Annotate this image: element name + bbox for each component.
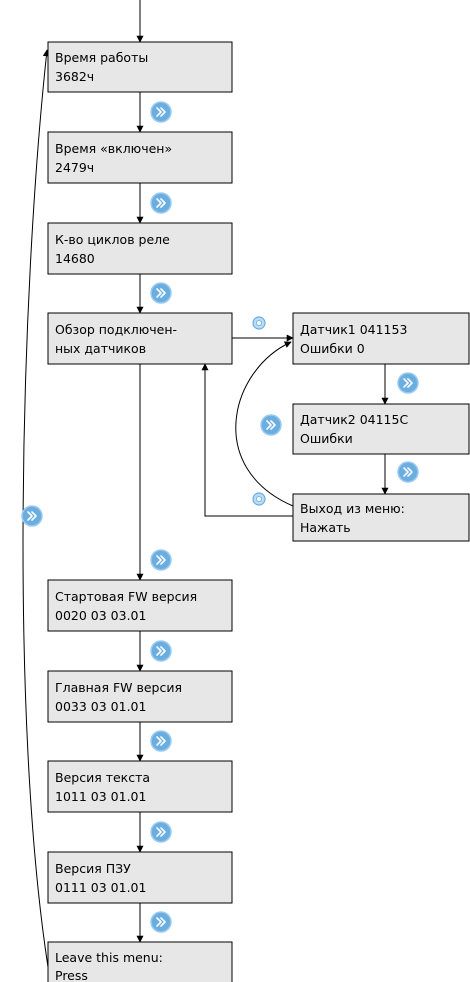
rom-version-label: Версия ПЗУ (55, 861, 131, 876)
arrow-loop-to-start (22, 49, 50, 968)
relay-cycles-value: 14680 (55, 251, 95, 266)
chevron-double-right-icon (150, 192, 172, 214)
main-fw-value: 0033 03 01.01 (55, 699, 146, 714)
box-main-fw: Главная FW версия 0033 03 01.01 (47, 670, 233, 723)
chevron-double-right-icon (150, 549, 172, 571)
box-boot-fw: Стартовая FW версия 0020 03 03.01 (47, 579, 233, 632)
chevron-double-right-icon (397, 372, 419, 394)
sensor1-id: Датчик1 041153 (300, 322, 407, 337)
sensor-exit-action: Нажать (300, 520, 351, 535)
operating-time-label: Время работы (55, 50, 148, 65)
sensors-overview-line2: ных датчиков (55, 341, 146, 356)
chevron-double-right-icon (150, 821, 172, 843)
sensor1-errors: Ошибки 0 (300, 341, 365, 356)
arrow-exit-to-sensor1 (235, 341, 294, 507)
box-sensor1: Датчик1 041153 Ошибки 0 (292, 312, 470, 365)
sensor-exit-label: Выход из меню: (300, 501, 405, 516)
chevron-double-right-icon (150, 911, 172, 933)
on-time-value: 2479ч (55, 160, 94, 175)
box-rom-version: Версия ПЗУ 0111 03 01.01 (47, 851, 233, 904)
text-version-label: Версия текста (55, 770, 150, 785)
boot-fw-value: 0020 03 03.01 (55, 608, 146, 623)
sensors-overview-line1: Обзор подключен- (55, 322, 177, 337)
box-operating-time: Время работы 3682ч (47, 41, 233, 93)
boot-fw-label: Стартовая FW версия (55, 589, 197, 604)
chevron-double-right-icon (397, 461, 419, 483)
box-sensor-exit: Выход из меню: Нажать (292, 493, 470, 542)
sensor2-id: Датчик2 04115C (300, 412, 408, 427)
box-sensor2: Датчик2 04115C Ошибки (292, 403, 470, 455)
box-relay-cycles: К-во циклов реле 14680 (47, 222, 233, 275)
chevron-double-right-icon (21, 505, 43, 527)
box-sensors-overview: Обзор подключен- ных датчиков (47, 312, 233, 365)
chevron-double-right-icon (150, 101, 172, 123)
chevron-double-right-icon (150, 730, 172, 752)
relay-cycles-label: К-во циклов реле (55, 232, 170, 247)
connectors (22, 0, 389, 968)
box-on-time: Время «включен» 2479ч (47, 131, 233, 184)
main-fw-label: Главная FW версия (55, 680, 182, 695)
select-dot-icon (252, 316, 266, 330)
operating-time-value: 3682ч (55, 69, 94, 84)
chevron-double-right-icon (260, 414, 282, 436)
chevron-double-right-icon (150, 640, 172, 662)
on-time-label: Время «включен» (55, 141, 172, 156)
box-leave-menu: Leave this menu: Press (47, 941, 233, 982)
leave-menu-action: Press (55, 968, 88, 982)
leave-menu-label: Leave this menu: (55, 950, 163, 965)
box-text-version: Версия текста 1011 03 01.01 (47, 760, 233, 813)
arrow-exit-to-overview (201, 363, 293, 517)
chevron-double-right-icon (150, 282, 172, 304)
rom-version-value: 0111 03 01.01 (55, 880, 146, 895)
text-version-value: 1011 03 01.01 (55, 789, 146, 804)
sensor2-errors: Ошибки (300, 431, 353, 446)
select-dot-icon (252, 492, 266, 506)
